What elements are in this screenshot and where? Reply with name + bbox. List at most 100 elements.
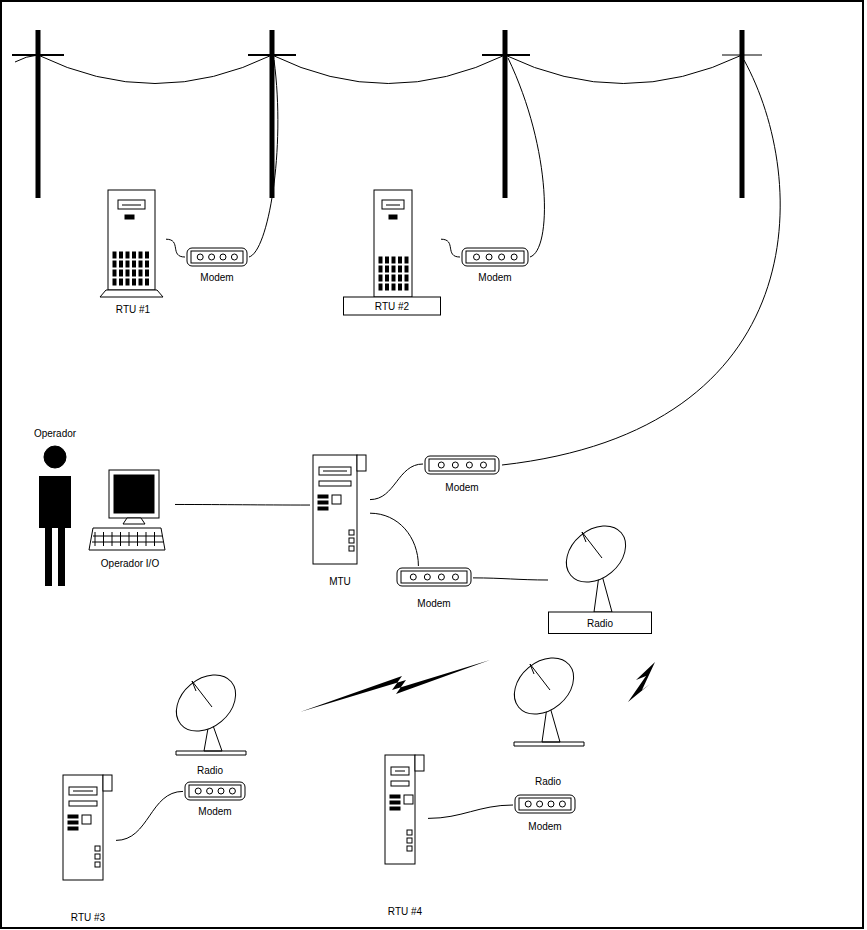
device-part xyxy=(95,862,100,867)
device-part xyxy=(95,854,100,859)
modem-led xyxy=(452,462,458,468)
device-part xyxy=(191,251,243,263)
vent xyxy=(405,266,408,272)
phone-line xyxy=(15,55,742,84)
modem-led xyxy=(474,254,480,260)
device-label: RTU #4 xyxy=(388,906,422,918)
modem: Modem xyxy=(460,246,530,284)
device-part xyxy=(395,771,405,772)
dish xyxy=(165,663,246,742)
radio-dish: Radio xyxy=(548,514,652,634)
device-part xyxy=(176,751,177,755)
mtu-tower: MTU xyxy=(310,452,370,588)
vent xyxy=(386,257,389,263)
monitor-stand xyxy=(123,518,145,524)
modem: Modem xyxy=(183,780,247,818)
modem: Modem xyxy=(185,246,249,284)
device-part xyxy=(415,755,424,771)
key-row xyxy=(112,532,113,546)
vent xyxy=(392,284,395,290)
rtu-tower-icon xyxy=(100,188,166,316)
radio-dish-icon xyxy=(170,665,250,777)
vent xyxy=(405,257,408,263)
cable xyxy=(370,513,418,566)
device-part xyxy=(69,787,97,795)
device-part xyxy=(319,481,351,486)
device-part xyxy=(514,742,515,746)
radio-link-bolt xyxy=(628,662,655,702)
person-head xyxy=(44,446,66,468)
key-row xyxy=(95,532,96,546)
vent xyxy=(139,270,142,276)
modem-led xyxy=(220,254,226,260)
modem-body xyxy=(187,248,247,266)
vent xyxy=(379,284,382,290)
crossarms xyxy=(12,54,762,56)
key-row xyxy=(146,532,147,546)
drop-wire xyxy=(508,58,544,257)
cable xyxy=(116,791,183,840)
dish-feed xyxy=(582,532,602,558)
vent xyxy=(146,270,149,276)
key-row xyxy=(93,536,162,537)
vent xyxy=(120,261,123,267)
rtu-tower: RTU #1 xyxy=(100,188,166,316)
screen xyxy=(114,475,154,513)
modem-led xyxy=(195,788,201,794)
device-part xyxy=(318,501,328,504)
drop-wire xyxy=(502,60,780,465)
device-label: Radio xyxy=(197,765,223,777)
rtu-tower-icon xyxy=(382,752,428,918)
device-part xyxy=(189,785,241,797)
radio-link-bolt xyxy=(300,660,490,712)
vent xyxy=(133,279,136,285)
cable xyxy=(428,805,513,818)
radio-dish-icon xyxy=(505,650,591,788)
device-part xyxy=(389,215,397,219)
dish-base xyxy=(514,742,584,743)
device-part xyxy=(125,215,134,219)
device-part xyxy=(73,791,93,792)
device-part xyxy=(323,471,347,472)
modem-led xyxy=(559,801,565,807)
device-label: Operador I/O xyxy=(101,558,159,570)
operator-figure: Operador xyxy=(20,428,90,574)
device-part xyxy=(357,455,366,471)
device-part xyxy=(401,571,467,583)
device-part xyxy=(318,507,328,510)
device-part xyxy=(103,775,112,791)
device-part xyxy=(385,755,415,864)
vent xyxy=(379,257,382,263)
modem-led xyxy=(438,462,444,468)
modem-led xyxy=(548,801,554,807)
device-label: MTU xyxy=(329,576,351,588)
modem-led xyxy=(537,801,543,807)
dish-base xyxy=(514,746,584,747)
operator-figure-icon xyxy=(20,428,90,574)
modem-led xyxy=(525,801,531,807)
device-part xyxy=(118,200,145,209)
device-part xyxy=(332,495,341,504)
modem-led xyxy=(452,574,458,580)
device-part xyxy=(429,459,495,471)
dish-base xyxy=(176,755,246,756)
operator-terminal: Operador I/O xyxy=(85,466,175,570)
device-part xyxy=(100,290,163,297)
vent xyxy=(386,275,389,281)
device-part xyxy=(584,742,585,746)
modem-led xyxy=(197,254,203,260)
vent xyxy=(126,261,129,267)
key-row xyxy=(92,542,163,543)
dish-feed xyxy=(530,664,534,674)
modem-led xyxy=(410,574,416,580)
vent xyxy=(392,266,395,272)
key-row xyxy=(129,532,130,546)
device-part xyxy=(349,546,354,551)
device-label: Modem xyxy=(198,806,231,818)
device-part xyxy=(390,801,400,804)
cable xyxy=(370,464,423,500)
vent xyxy=(405,275,408,281)
drop-wire xyxy=(249,60,278,257)
modem-led xyxy=(229,788,235,794)
dish xyxy=(555,514,636,593)
